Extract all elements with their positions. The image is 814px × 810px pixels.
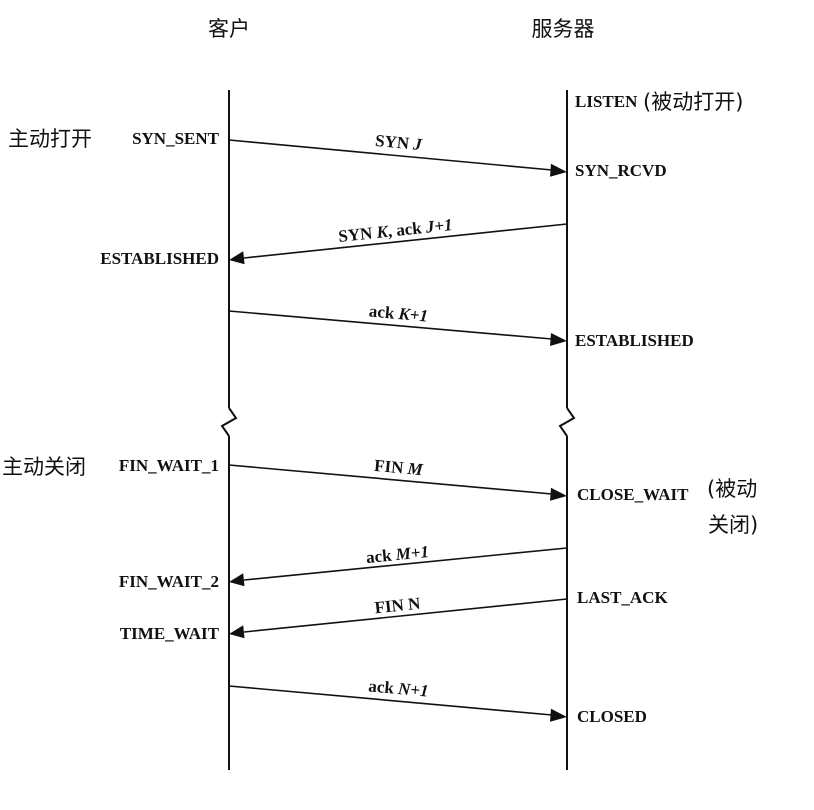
- server-state-close-wait: CLOSE_WAIT: [577, 485, 689, 504]
- client-state-syn-sent: SYN_SENT: [132, 129, 220, 148]
- server-state-syn-rcvd: SYN_RCVD: [575, 161, 667, 180]
- message-ack-n1: ack N+1: [228, 676, 567, 722]
- server-state-listen: LISTEN: [575, 92, 638, 111]
- passive-open-label: (被动打开): [643, 90, 743, 114]
- message-label-ack-k1: ack K+1: [368, 301, 429, 325]
- message-label-fin-n: FIN N: [374, 594, 422, 618]
- server-state-established: ESTABLISHED: [575, 331, 694, 350]
- message-label-ack-n1: ack N+1: [368, 676, 430, 700]
- message-syn-k-ack: SYN K, ack J+1: [229, 215, 568, 265]
- message-label-ack-m1: ack M+1: [365, 542, 430, 567]
- message-label-syn-k-ack: SYN K, ack J+1: [337, 215, 453, 246]
- message-ack-k1: ack K+1: [228, 301, 567, 346]
- server-state-closed: CLOSED: [577, 707, 647, 726]
- message-syn-j: SYN J: [228, 131, 567, 177]
- message-fin-m: FIN M: [228, 456, 567, 501]
- message-label-fin-m: FIN M: [373, 456, 424, 479]
- client-state-time-wait: TIME_WAIT: [120, 624, 220, 643]
- server-header: 服务器: [532, 17, 595, 41]
- message-ack-m1: ack M+1: [229, 542, 568, 587]
- passive-close-label-line2: 关闭): [708, 513, 758, 537]
- client-state-fin-wait-2: FIN_WAIT_2: [119, 572, 219, 591]
- message-fin-n: FIN N: [229, 594, 568, 639]
- active-open-label: 主动打开: [8, 127, 92, 151]
- server-state-last-ack: LAST_ACK: [577, 588, 668, 607]
- message-label-syn-j: SYN J: [374, 131, 423, 154]
- active-close-label: 主动关闭: [2, 455, 86, 479]
- server-lifeline: [558, 90, 576, 770]
- client-header: 客户: [208, 17, 250, 41]
- passive-close-label-line1: (被动: [707, 477, 757, 501]
- client-lifeline: [220, 90, 238, 770]
- client-state-fin-wait-1: FIN_WAIT_1: [119, 456, 219, 475]
- client-state-established: ESTABLISHED: [100, 249, 219, 268]
